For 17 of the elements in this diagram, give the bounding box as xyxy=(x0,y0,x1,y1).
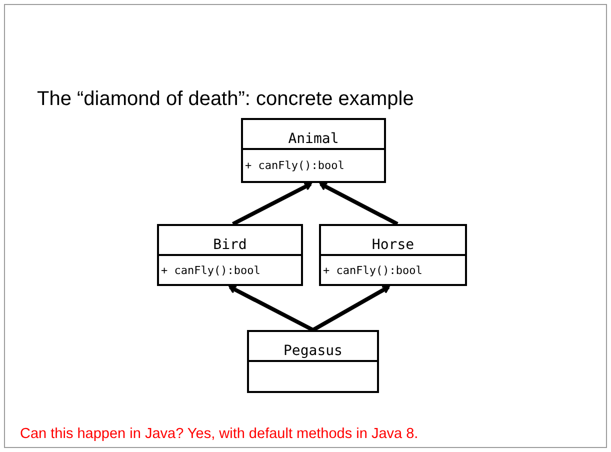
class-box xyxy=(157,224,303,286)
class-name: Animal xyxy=(288,131,339,148)
inheritance-arrow xyxy=(320,182,398,226)
class-name: Pegasus xyxy=(283,343,342,360)
class-name: Horse xyxy=(372,237,414,254)
inheritance-arrow xyxy=(229,285,314,332)
method-signature: + canFly():bool xyxy=(245,159,346,172)
inheritance-arrow xyxy=(312,285,390,332)
class-box xyxy=(241,118,386,183)
caption-note: Can this happen in Java? Yes, with default methods in Java 8. xyxy=(20,425,418,444)
slide-title: The “diamond of death”: concrete example xyxy=(37,87,414,112)
method-signature: + canFly():bool xyxy=(161,264,262,276)
method-signature: + canFly():bool xyxy=(323,264,424,276)
class-box xyxy=(319,224,467,286)
class-box xyxy=(247,330,379,393)
inheritance-arrow xyxy=(232,182,312,226)
class-name: Bird xyxy=(213,237,247,254)
